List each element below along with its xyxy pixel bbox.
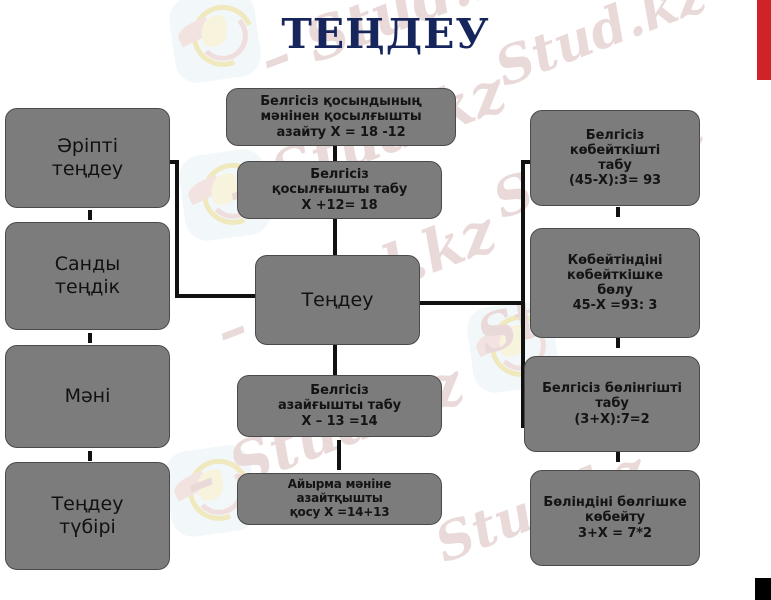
connector-middle-top-to-center [333,218,337,256]
accent-square-bottom-right [755,578,771,600]
node-find-unknown-dividend[interactable]: Белгісіз бөлінгішті табу (3+Х):7=2 [524,356,700,452]
connector-right-bracket-vertical [521,160,525,428]
node-label: Белгісіз бөлінгішті табу (3+Х):7=2 [542,381,682,427]
node-find-unknown-minuend[interactable]: Белгісіз азайғышты табу Х – 13 =14 [237,375,442,437]
connector-middle-bottom-pair [337,440,341,470]
node-label: Айырма мәніне азайтқышты қосу Х =14+13 [287,477,392,519]
node-label: Теңдеу түбірі [51,492,124,538]
node-multiply-quotient-by-divisor[interactable]: Бөліндіні бөлгішке көбейту 3+Х = 7*2 [530,470,700,566]
connector-right-2-3 [616,338,620,348]
node-label: Белгісіз қосындының мәнінен қосылғышты а… [260,94,422,140]
connector-right-3-4 [616,452,620,462]
page-title: ТЕҢДЕУ [281,10,490,58]
node-equation-root[interactable]: Теңдеу түбірі [5,462,170,570]
connector-left-1-2 [88,210,92,220]
connector-left-to-center [175,294,270,298]
node-numeric-equality[interactable]: Санды теңдік [5,222,170,330]
connector-left-2-3 [88,333,92,343]
node-label: Санды теңдік [54,252,121,298]
node-find-unknown-addend[interactable]: Белгісіз қосылғышты табу Х +12= 18 [237,161,442,219]
node-letter-equation[interactable]: Әріпті теңдеу [5,108,170,208]
node-value[interactable]: Мәні [5,345,170,448]
node-label: Бөліндіні бөлгішке көбейту 3+Х = 7*2 [543,495,687,541]
connector-left-3-4 [88,451,92,461]
connector-middle-top-pair [333,145,337,161]
node-equation-center[interactable]: Теңдеу [255,255,420,345]
node-label: Мәні [64,384,111,407]
node-label: Әріпті теңдеу [51,134,124,180]
accent-bar-top-right [757,0,771,80]
node-divide-product-by-factor[interactable]: Көбейтіндіні көбейткішке бөлу 45-Х =93: … [530,228,700,338]
node-label: Көбейтіндіні көбейткішке бөлу 45-Х =93: … [567,252,663,314]
connector-right-1-2 [616,207,620,217]
node-label: Теңдеу [301,288,374,311]
node-label: Белгісіз азайғышты табу Х – 13 =14 [277,383,402,429]
node-find-unknown-factor[interactable]: Белгісіз көбейткішті табу (45-Х):3= 93 [530,110,700,206]
node-label: Белгісіз қосылғышты табу Х +12= 18 [271,167,408,213]
connector-center-to-middle-bottom [333,343,337,375]
node-add-subtrahend-to-difference[interactable]: Айырма мәніне азайтқышты қосу Х =14+13 [237,473,442,525]
node-label: Белгісіз көбейткішті табу (45-Х):3= 93 [569,127,661,189]
node-subtract-addend-from-sum[interactable]: Белгісіз қосындының мәнінен қосылғышты а… [226,88,456,146]
